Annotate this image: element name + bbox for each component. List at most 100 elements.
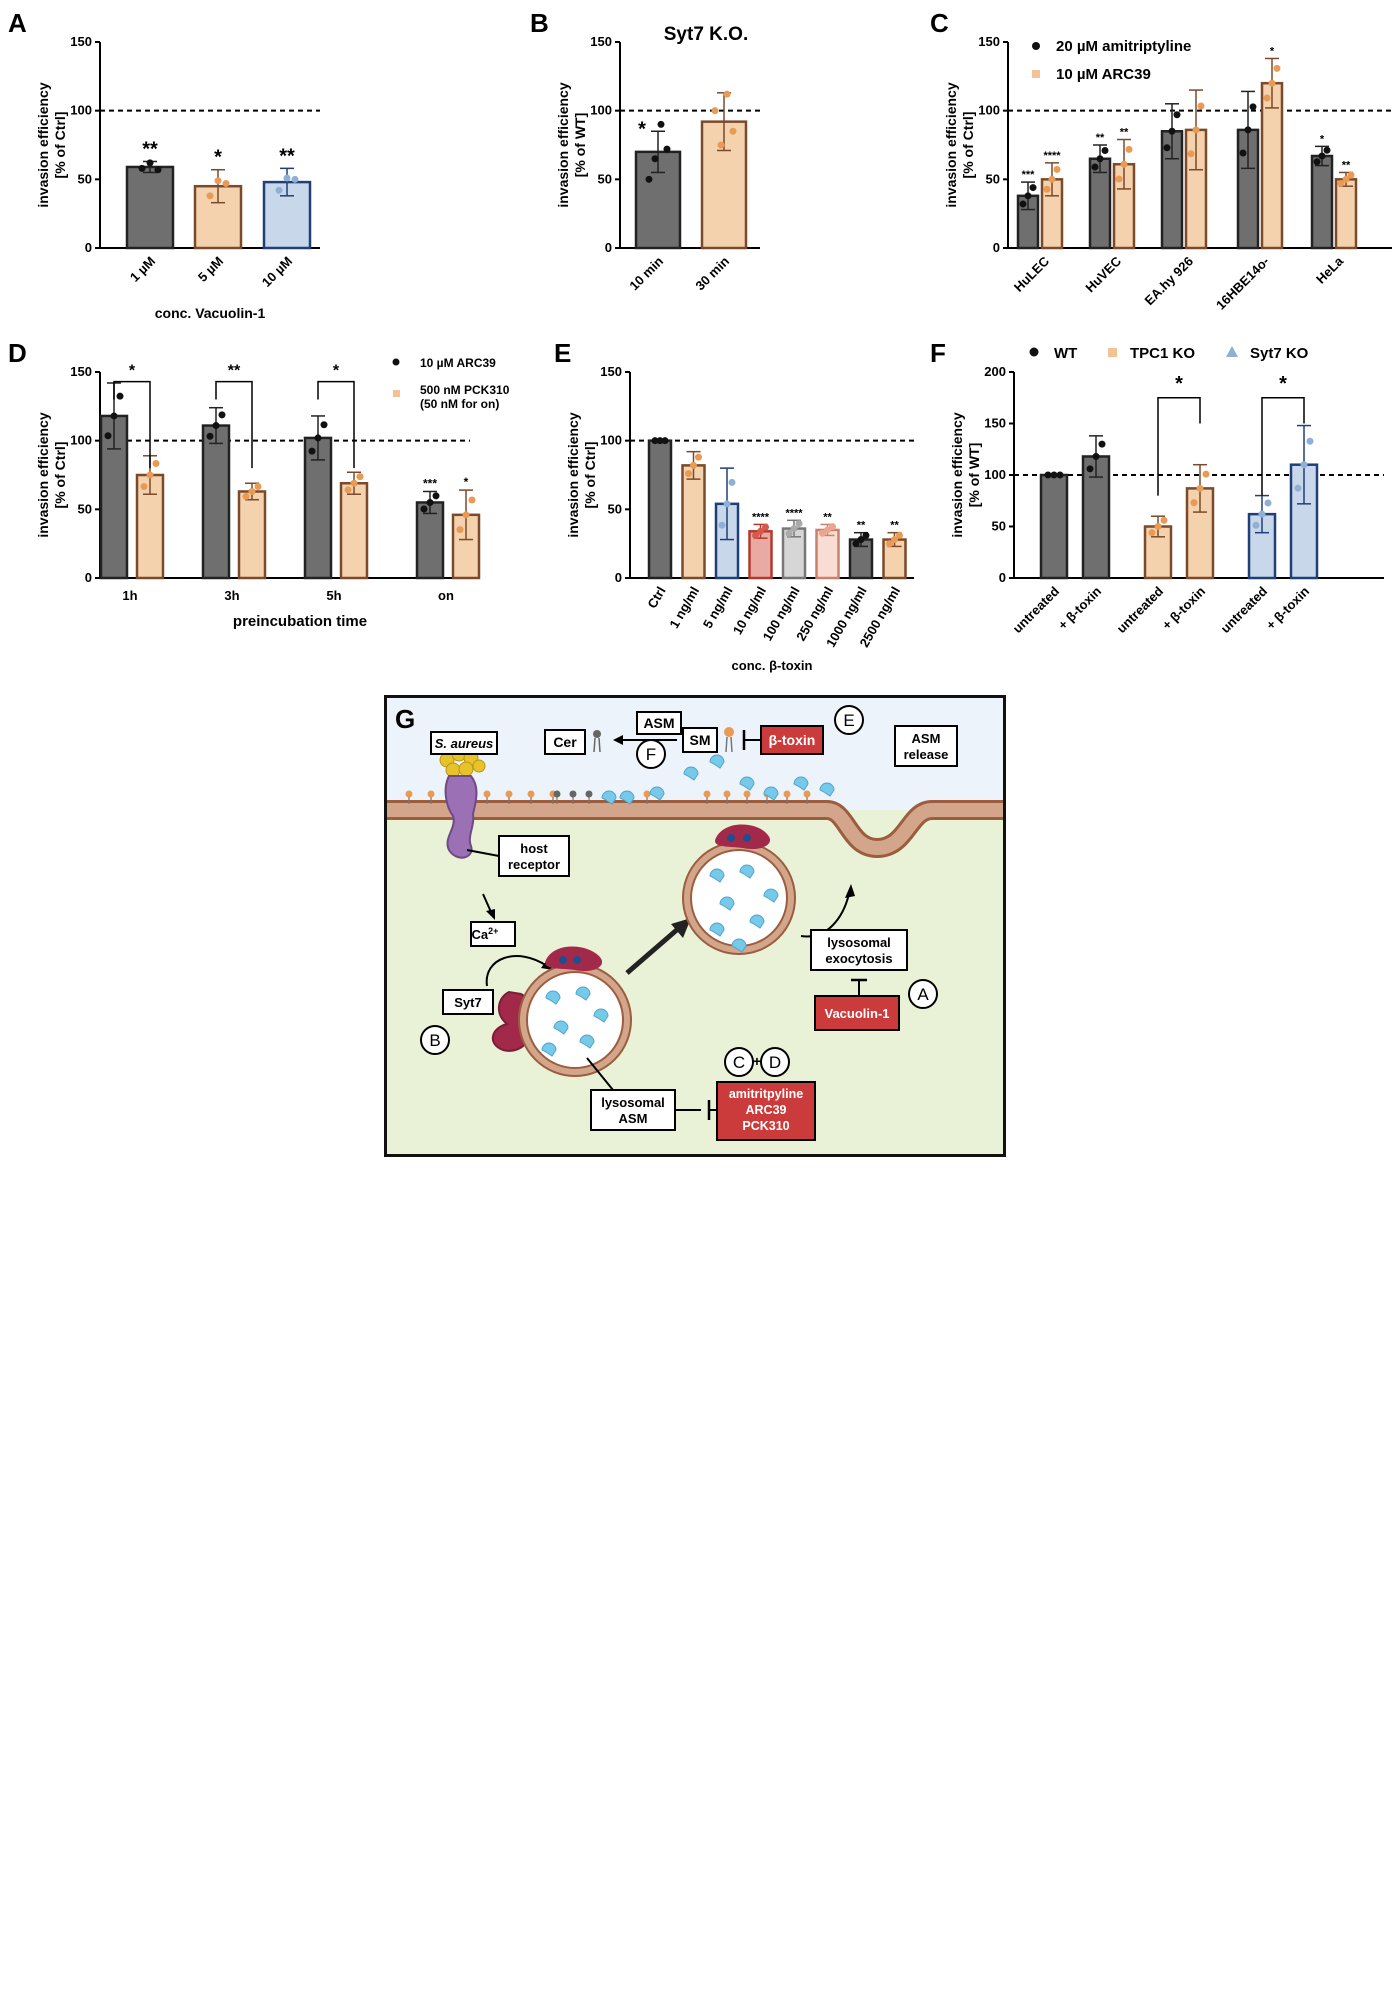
y-axis-label: invasion efficiency[% of Ctrl] (565, 412, 598, 537)
data-point (1187, 150, 1195, 158)
y-tick-label: 200 (984, 364, 1006, 379)
x-tick-label: untreated (1114, 583, 1167, 636)
asm-enzyme (579, 1034, 595, 1049)
data-point (1168, 127, 1176, 135)
asm-enzyme (601, 790, 617, 805)
y-axis-label: invasion efficiency[% of Ctrl] (35, 82, 68, 207)
data-point (1163, 144, 1171, 152)
y-tick-label: 50 (986, 171, 1000, 186)
lipid-head (643, 790, 651, 798)
panel-label-g: G (395, 704, 415, 734)
legend-label-syt7: Syt7 KO (1250, 345, 1309, 362)
y-tick-label: 50 (992, 519, 1006, 534)
data-point (152, 459, 160, 467)
y-tick-label: 0 (85, 240, 92, 255)
syt7-label: Syt7 (454, 995, 481, 1010)
asm-enzyme (683, 766, 699, 781)
data-point (663, 145, 671, 153)
data-point (886, 540, 893, 548)
ceramide-head (553, 790, 561, 798)
data-point (657, 120, 665, 128)
lipid-head (723, 790, 731, 798)
asm-enzyme (763, 888, 779, 903)
x-tick-label: untreated (1010, 583, 1063, 636)
data-point (1258, 510, 1266, 518)
data-point (314, 434, 322, 442)
data-point (420, 505, 428, 513)
bar (125, 165, 175, 250)
significance-marker: ** (279, 145, 295, 167)
data-point (426, 498, 434, 506)
lipid-head (527, 790, 535, 798)
significance-marker: **** (785, 507, 803, 519)
arrow-head (613, 735, 623, 745)
significance-marker: ** (823, 511, 832, 523)
data-point (862, 531, 870, 539)
bar (1039, 473, 1069, 580)
data-point (206, 192, 214, 200)
data-point (146, 471, 154, 479)
legend-label-arc39: 10 µM ARC39 (1056, 66, 1151, 83)
y-tick-label: 0 (605, 240, 612, 255)
data-point (651, 155, 659, 163)
panel-label-a: A (8, 8, 27, 38)
data-point (645, 175, 653, 183)
legend-marker-arc39 (1032, 70, 1040, 78)
significance-marker: * (638, 118, 646, 140)
data-point (291, 175, 299, 183)
bar (681, 464, 706, 580)
asm-enzyme (553, 1020, 569, 1035)
significance-marker: *** (423, 476, 437, 490)
y-tick-label: 100 (978, 103, 1000, 118)
data-point (824, 526, 831, 534)
data-point (1125, 145, 1133, 153)
bar (647, 439, 673, 580)
legend-marker-amitriptyline (1032, 42, 1040, 50)
data-point (1056, 471, 1064, 479)
data-point (857, 536, 865, 544)
data-point (685, 470, 692, 478)
data-point (462, 511, 470, 519)
asm-shape (719, 896, 735, 911)
asm-enzyme (739, 776, 755, 791)
data-point (1050, 471, 1058, 479)
asm-enzyme (719, 896, 735, 911)
y-tick-label: 100 (600, 433, 622, 448)
y-tick-label: 0 (999, 570, 1006, 585)
circle-f: F (646, 745, 656, 764)
data-point (757, 527, 764, 535)
legend-marker-wt (1029, 347, 1039, 357)
data-point (140, 483, 148, 491)
significance-marker: ** (1342, 159, 1351, 171)
data-point (723, 500, 731, 508)
asm-cluster-upper (709, 864, 779, 953)
calcium-label: Ca2+ (472, 926, 499, 942)
significance-marker: * (333, 363, 340, 380)
panel-label-c: C (930, 8, 949, 38)
data-point (762, 523, 769, 531)
arrow-head (671, 918, 691, 938)
data-point (1154, 523, 1162, 530)
data-point (1048, 175, 1056, 183)
significance-marker: ** (1120, 127, 1129, 139)
asm-shape (819, 782, 835, 797)
data-point (661, 437, 669, 445)
data-point (356, 473, 364, 481)
data-point (1273, 64, 1281, 72)
arrow-head (845, 884, 855, 898)
asm-shape (601, 790, 617, 805)
asm-enzyme (749, 914, 765, 929)
data-point (254, 483, 262, 491)
x-tick-label: 10 µM (259, 254, 295, 290)
data-point (1148, 529, 1156, 537)
data-point (1239, 149, 1247, 157)
data-point (222, 179, 230, 187)
data-point (104, 432, 112, 440)
x-tick-label: 1 µM (127, 254, 158, 285)
chart-title-b: Syt7 K.O. (664, 24, 748, 45)
x-tick-label: 10 min (626, 253, 666, 293)
data-point (1029, 184, 1037, 192)
plus-sign: + (753, 1053, 761, 1069)
asm-enzyme (575, 986, 591, 1001)
